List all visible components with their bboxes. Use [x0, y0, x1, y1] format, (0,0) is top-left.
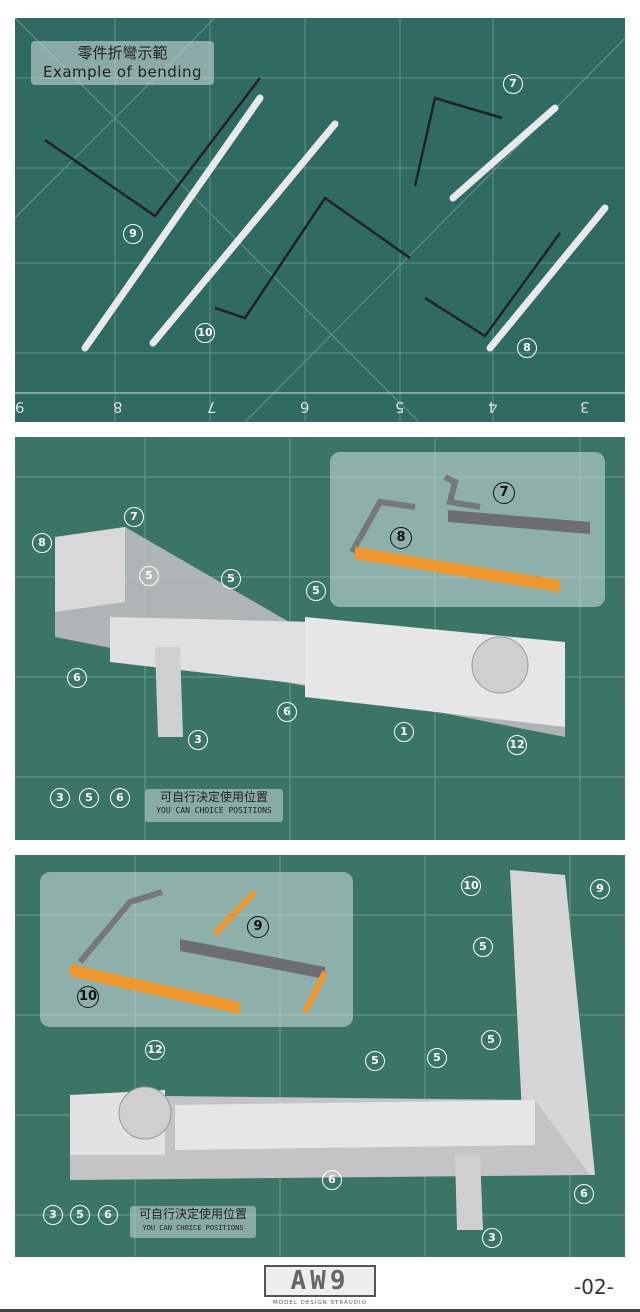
assembly-photo-2: 9 10 10 9 5 5 5 5 12 6 6 3 3 5 6 可自行決定使用… — [15, 855, 625, 1257]
part-detail-inset: 8 7 — [330, 452, 605, 607]
position-note: 可自行決定使用位置 YOU CAN CHOICE POSITIONS — [130, 1206, 256, 1238]
part-callout: 5 — [365, 1051, 385, 1071]
part-callout: 3 — [188, 730, 208, 750]
part-callout: 8 — [390, 527, 412, 549]
ruler-number: 5 — [395, 398, 405, 416]
bent-parts-diagram — [349, 474, 590, 592]
optional-part: 5 — [79, 788, 99, 808]
part-callout: 7 — [124, 507, 144, 527]
position-note-chinese: 可自行決定使用位置 — [159, 790, 268, 804]
aw9-logo: AW9 MODEL DESIGN STRAUDIO — [264, 1265, 376, 1309]
part-callout: 8 — [517, 338, 537, 358]
position-note-english: YOU CAN CHOICE POSITIONS — [142, 1224, 244, 1232]
logo-text: AW9 — [264, 1265, 376, 1297]
part-callout: 6 — [67, 668, 87, 688]
part-callout: 12 — [145, 1040, 165, 1060]
part-callout: 5 — [473, 937, 493, 957]
assembly-illustration-2 — [15, 855, 625, 1257]
optional-part: 5 — [70, 1205, 90, 1225]
optional-part: 3 — [50, 788, 70, 808]
position-note: 可自行決定使用位置 YOU CAN CHOICE POSITIONS — [145, 789, 283, 822]
part-callout: 6 — [277, 702, 297, 722]
page-number: -02- — [574, 1275, 614, 1299]
part-callout: 6 — [322, 1170, 342, 1190]
footer-divider — [0, 1309, 640, 1312]
part-callout: 7 — [493, 482, 515, 504]
part-detail-inset: 9 10 — [40, 872, 353, 1027]
part-callout: 5 — [221, 569, 241, 589]
ruler-number: 8 — [113, 398, 123, 416]
ruler-number: 6 — [300, 398, 310, 416]
optional-part: 6 — [110, 788, 130, 808]
part-callout: 8 — [32, 533, 52, 553]
bending-example-photo: 零件折彎示範 Example of bending 9 8 7 6 5 4 3 … — [15, 18, 625, 422]
part-callout: 9 — [590, 879, 610, 899]
part-callout: 10 — [195, 323, 215, 343]
title-english: Example of bending — [42, 63, 203, 81]
part-callout: 9 — [123, 224, 143, 244]
assembly-photo-1: 8 7 7 8 5 5 5 6 6 3 1 12 3 5 6 可自行決定使用位置… — [15, 437, 625, 840]
part-callout: 10 — [77, 986, 99, 1008]
part-callout: 5 — [139, 566, 159, 586]
ruler-number: 9 — [15, 398, 25, 416]
bending-example-label: 零件折彎示範 Example of bending — [31, 41, 214, 85]
part-callout: 5 — [481, 1030, 501, 1050]
ruler-number: 4 — [488, 398, 498, 416]
ruler-number: 3 — [580, 398, 590, 416]
part-callout: 6 — [574, 1184, 594, 1204]
bent-parts-diagram — [70, 889, 328, 1014]
part-callout: 9 — [247, 916, 269, 938]
part-callout: 3 — [482, 1228, 502, 1248]
part-callout: 5 — [306, 581, 326, 601]
ruler-number: 7 — [207, 398, 217, 416]
part-callout: 12 — [507, 735, 527, 755]
part-callout: 7 — [503, 74, 523, 94]
part-callout: 1 — [394, 722, 414, 742]
part-callout: 10 — [461, 876, 481, 896]
position-note-chinese: 可自行決定使用位置 — [138, 1207, 247, 1221]
logo-subtitle: MODEL DESIGN STRAUDIO — [273, 1300, 367, 1306]
optional-part: 6 — [98, 1205, 118, 1225]
part-callout: 5 — [427, 1048, 447, 1068]
optional-part: 3 — [43, 1205, 63, 1225]
title-chinese: 零件折彎示範 — [77, 44, 168, 62]
position-note-english: YOU CAN CHOICE POSITIONS — [156, 806, 272, 815]
